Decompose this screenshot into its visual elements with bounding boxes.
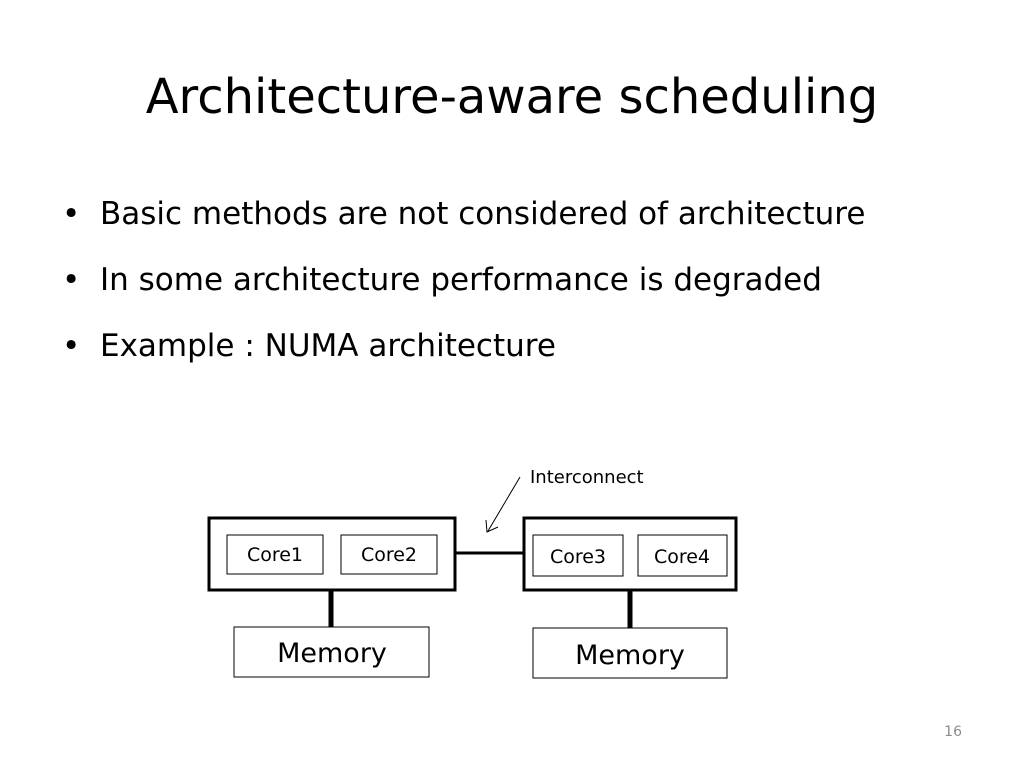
bullet-dot: • bbox=[62, 196, 81, 232]
bullet-item: • Example : NUMA architecture bbox=[60, 322, 1000, 370]
interconnect-pointer bbox=[487, 476, 521, 532]
memory-label-left: Memory bbox=[277, 638, 387, 669]
core-box-2 bbox=[340, 534, 438, 575]
memory-label-right: Memory bbox=[575, 640, 685, 671]
bullet-dot: • bbox=[62, 262, 81, 298]
core-label-3: Core3 bbox=[550, 546, 606, 568]
core-box-3 bbox=[532, 534, 624, 577]
memory-box-right bbox=[532, 627, 728, 679]
bullet-dot: • bbox=[62, 328, 81, 364]
arrowhead-icon bbox=[485, 519, 499, 533]
bullet-text: Example : NUMA architecture bbox=[100, 328, 556, 364]
core-box-1 bbox=[226, 534, 324, 575]
bullet-list: • Basic methods are not considered of arc… bbox=[60, 190, 1000, 388]
bullet-item: • In some architecture performance is deg… bbox=[60, 256, 1000, 304]
slide-title: Architecture-aware scheduling bbox=[145, 69, 879, 125]
core-label-1: Core1 bbox=[247, 544, 303, 566]
bullet-item: • Basic methods are not considered of arc… bbox=[60, 190, 1000, 238]
page-number: 16 bbox=[944, 724, 962, 740]
bullet-text: Basic methods are not considered of arch… bbox=[100, 196, 866, 232]
core-box-4 bbox=[637, 534, 728, 577]
memory-box-left bbox=[233, 626, 430, 678]
core-label-2: Core2 bbox=[361, 544, 417, 566]
interconnect-label: Interconnect bbox=[530, 467, 644, 488]
bullet-text: In some architecture performance is degr… bbox=[100, 262, 822, 298]
core-label-4: Core4 bbox=[654, 546, 710, 568]
